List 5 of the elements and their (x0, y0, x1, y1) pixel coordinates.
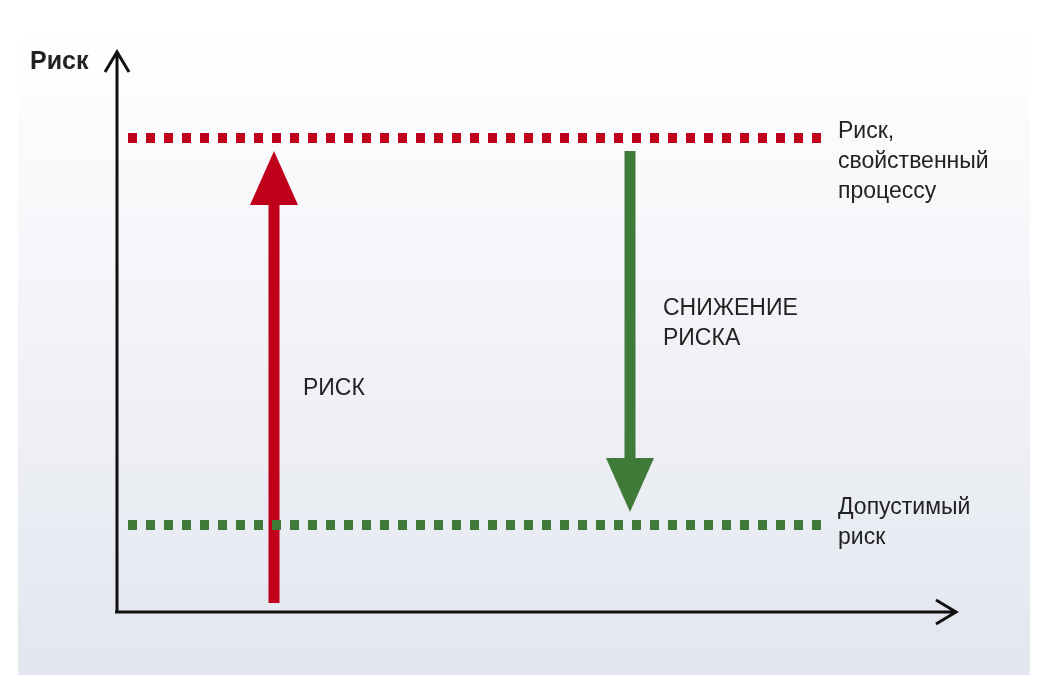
edge-label: РИСК (303, 373, 366, 402)
axis-title: Риск (30, 45, 89, 75)
line-label: Допустимый риск (838, 492, 972, 551)
line-label: Риск, свойственный процессу (838, 116, 990, 205)
edge-label: СНИЖЕНИЕ РИСКА (663, 293, 799, 352)
